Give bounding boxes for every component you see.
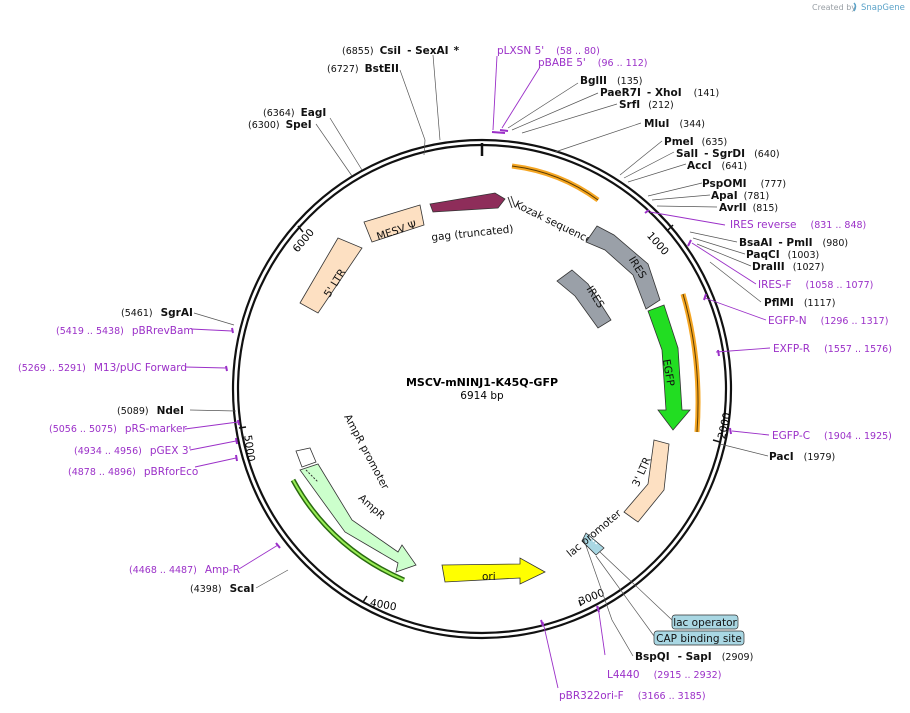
primer-iresf[interactable]: IRES-F(1058 .. 1077) — [758, 279, 873, 291]
site-pmei[interactable]: PmeI(635) — [664, 136, 727, 148]
lac-operator-mark[interactable] — [581, 532, 605, 556]
site-bsteii[interactable]: (6727)BstEII — [327, 63, 399, 75]
mesv-feature[interactable] — [363, 204, 425, 243]
site-eagi[interactable]: (6364)EagI — [263, 107, 326, 119]
site-srfi[interactable]: SrfI(212) — [619, 99, 674, 111]
cap-site-connector — [595, 555, 655, 637]
credit-brand: SnapGene — [861, 3, 905, 13]
cap-site-box[interactable] — [653, 630, 745, 646]
primer-pbrrevbam[interactable]: (5419 .. 5438)pBRrevBam — [56, 325, 194, 337]
site-avrii[interactable]: AvrII(815) — [719, 202, 778, 214]
svg-text:3000: 3000 — [577, 587, 606, 608]
primer-plxsn[interactable]: pLXSN 5'(58 .. 80) — [497, 45, 600, 57]
primer-iresrev[interactable]: IRES reverse(831 .. 848) — [730, 219, 866, 231]
site-ndei[interactable]: (5089)NdeI — [117, 405, 184, 417]
site-bspqi[interactable]: BspQI- SapI(2909) — [635, 651, 753, 663]
svg-text:6000: 6000 — [291, 227, 317, 255]
site-connectors — [189, 54, 769, 657]
ltr5-feature[interactable] — [299, 237, 363, 314]
lac-promoter-dots — [589, 537, 599, 546]
site-pspomi[interactable]: PspOMI(777) — [702, 178, 786, 190]
site-spei[interactable]: (6300)SpeI — [248, 119, 312, 131]
kozak-mark-a — [507, 196, 513, 209]
primer-pbrforeco[interactable]: (4878 .. 4896)pBRforEco — [68, 466, 198, 478]
primer-pbabe[interactable]: pBABE 5'(96 .. 112) — [538, 57, 648, 69]
site-sgrai[interactable]: (5461)SgrAI — [121, 307, 193, 319]
site-acci[interactable]: AccI(641) — [687, 160, 747, 172]
lac-operator-box[interactable] — [671, 614, 739, 630]
site-pflmi[interactable]: PflMI(1117) — [764, 297, 835, 309]
primer-m13[interactable]: (5269 .. 5291)M13/pUC Forward — [18, 362, 187, 374]
primer-pgex3[interactable]: (4934 .. 4956)pGEX 3' — [74, 445, 191, 457]
kozak-label: Kozak sequence — [513, 199, 594, 247]
backbone-outer — [231, 138, 733, 640]
primer-marks — [225, 129, 732, 627]
svg-text:5000: 5000 — [241, 434, 257, 462]
plasmid-size: 6914 bp — [460, 390, 504, 402]
site-bsaai[interactable]: BsaAI- PmlI(980) — [739, 237, 848, 249]
credit-prefix: Created by — [812, 3, 856, 12]
svg-text:2000: 2000 — [716, 411, 734, 440]
primer-egfpc[interactable]: EGFP-C(1904 .. 1925) — [772, 430, 892, 442]
primer-pbr322[interactable]: pBR322ori-F(3166 .. 3185) — [559, 690, 706, 702]
ori-label: ori — [482, 571, 496, 583]
site-paqci[interactable]: PaqCI(1003) — [746, 249, 819, 261]
gag-feature[interactable] — [429, 192, 506, 213]
site-apai[interactable]: ApaI(781) — [711, 190, 769, 202]
site-scai[interactable]: (4398)ScaI — [190, 583, 254, 595]
ampr-promoter-feature[interactable] — [295, 447, 317, 468]
ampr-primer-arc-inner — [292, 479, 405, 581]
orange-feature-right-line — [682, 293, 699, 433]
tick-4000: 4000 — [362, 595, 397, 613]
site-paer7i[interactable]: PaeR7I- XhoI(141) — [600, 87, 719, 99]
svg-text:4000: 4000 — [369, 597, 397, 613]
egfp-feature[interactable] — [647, 304, 691, 431]
lac-operator-connector — [599, 551, 673, 621]
ires-feature-inner[interactable] — [556, 269, 612, 329]
backbone-inner — [236, 143, 728, 635]
primer-exfpr[interactable]: EXFP-R(1557 .. 1576) — [773, 343, 892, 355]
ampr-feature[interactable] — [299, 463, 417, 573]
kozak-mark-b — [510, 195, 516, 208]
orange-feature-top-line — [511, 165, 599, 201]
gag-label: gag (truncated) — [431, 223, 514, 244]
ampr-promoter-label: AmpR promoter — [341, 412, 391, 492]
site-bglii[interactable]: BglII(135) — [580, 75, 642, 87]
site-sali[interactable]: SalI- SgrDI(640) — [676, 148, 780, 160]
ampr-label: AmpR — [356, 492, 387, 522]
tick-3000: 3000 — [577, 587, 606, 608]
site-draiii[interactable]: DraIII(1027) — [752, 261, 824, 273]
site-mlui[interactable]: MluI(344) — [644, 118, 705, 130]
site-paci[interactable]: PacI(1979) — [769, 451, 835, 463]
site-csii[interactable]: (6855)CsiI- SexAI* — [342, 45, 460, 57]
primer-connectors — [184, 55, 771, 689]
primer-egfpn[interactable]: EGFP-N(1296 .. 1317) — [768, 315, 888, 327]
primer-l4440[interactable]: L4440(2915 .. 2932) — [607, 669, 721, 681]
ori-feature[interactable] — [441, 557, 546, 585]
tick-5000: 5000 — [238, 426, 257, 462]
snapgene-logo-icon — [853, 2, 857, 12]
tick-2000: 2000 — [712, 411, 734, 443]
tick-6000: 6000 — [291, 225, 317, 255]
ampr-promoter-dots — [305, 469, 319, 483]
primer-ampr[interactable]: (4468 .. 4487)Amp-R — [129, 564, 240, 576]
ltr3-feature[interactable] — [623, 439, 670, 523]
plasmid-name: MSCV-mNINJ1-K45Q-GFP — [406, 376, 558, 389]
ires-feature-outer[interactable] — [585, 225, 661, 310]
cap-site-box-label: CAP binding site — [656, 633, 742, 645]
egfp-label: EGFP — [660, 358, 677, 387]
orange-feature-top — [511, 163, 600, 203]
svg-text:1000: 1000 — [644, 230, 671, 258]
tick-1000: 1000 — [644, 224, 674, 258]
primer-prsmarker[interactable]: (5056 .. 5075)pRS-marker — [49, 423, 187, 435]
lac-operator-box-label: lac operator — [673, 617, 737, 629]
